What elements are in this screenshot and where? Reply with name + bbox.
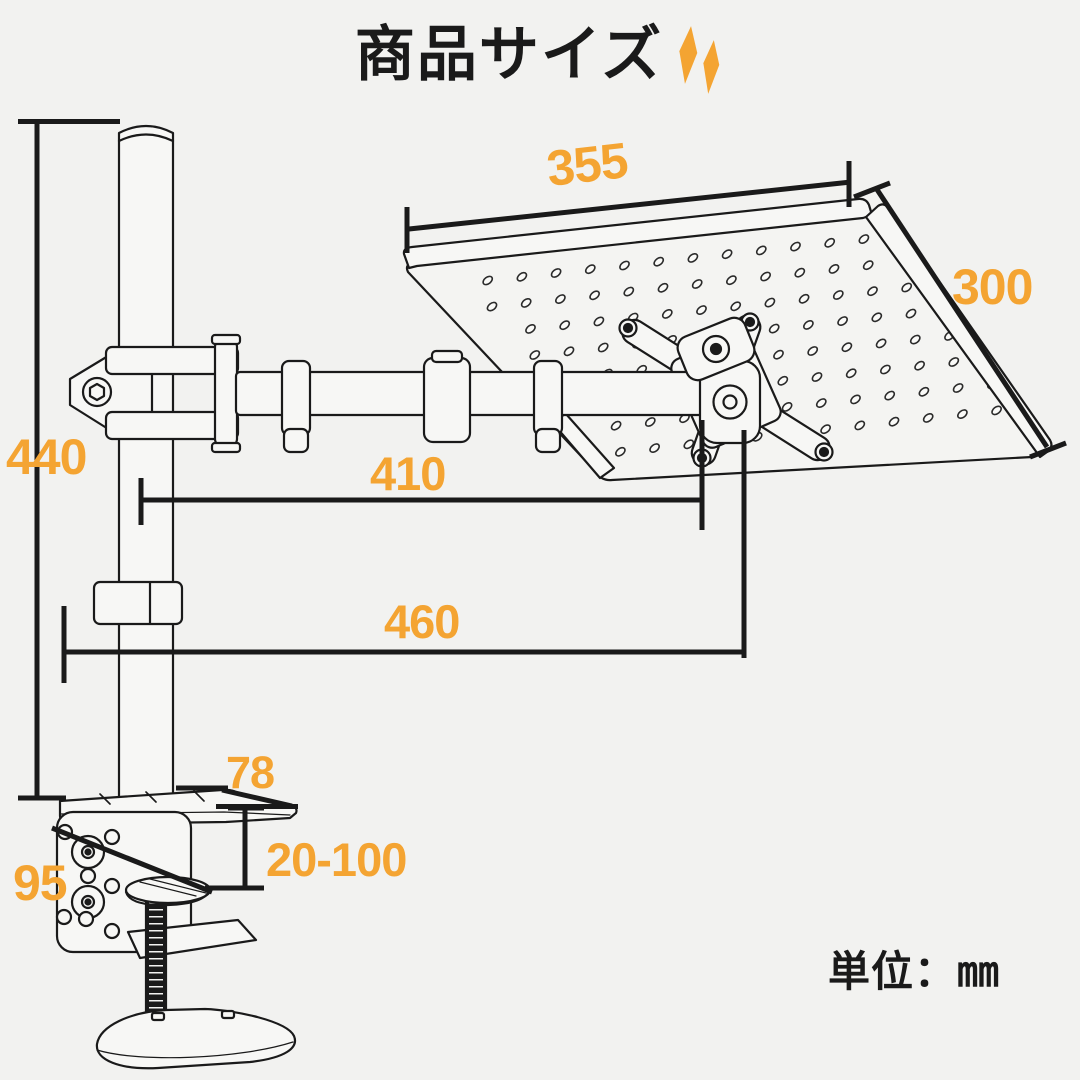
dim-label-clamp-plate-height: 95: [13, 855, 67, 911]
tray-front-lip: [402, 197, 874, 270]
dim-label-clamp-top-depth: 78: [226, 747, 274, 798]
arm-elbow: [698, 359, 762, 445]
pole-hinge: [68, 333, 242, 454]
dim-label-arm-length: 410: [370, 447, 445, 500]
vesa-screw: [618, 318, 638, 338]
dim-clamp-range-line: [205, 805, 264, 891]
pole: [92, 124, 184, 802]
dim-label-clamp-range: 20-100: [266, 833, 406, 886]
dim-clamp-plate-height-line: [51, 825, 213, 895]
dim-tray-depth-line: [853, 180, 1067, 460]
vesa-screw: [740, 312, 760, 332]
cable-clip: [532, 359, 564, 454]
dim-base-reach-line: [61, 430, 747, 683]
vesa-screw: [814, 442, 834, 462]
dim-label-pole-height: 440: [6, 429, 86, 485]
desk-clamp: [55, 788, 298, 1070]
cable-clip: [280, 359, 312, 454]
dim-label-tray-width: 355: [544, 132, 630, 197]
arm-mid-joint: [422, 349, 472, 444]
tilt-hinge: [676, 316, 756, 382]
dim-tray-width-line: [404, 161, 852, 253]
dim-pole-height-line: [18, 119, 120, 801]
unit-label: 単位：㎜: [828, 948, 1000, 995]
dim-arm-length-line: [138, 420, 705, 530]
dim-label-base-reach: 460: [384, 595, 459, 648]
dim-label-tray-depth: 300: [952, 259, 1032, 315]
pole-collar: [92, 580, 184, 626]
clamp-knob: [95, 1007, 297, 1070]
support-arm: [68, 316, 762, 454]
